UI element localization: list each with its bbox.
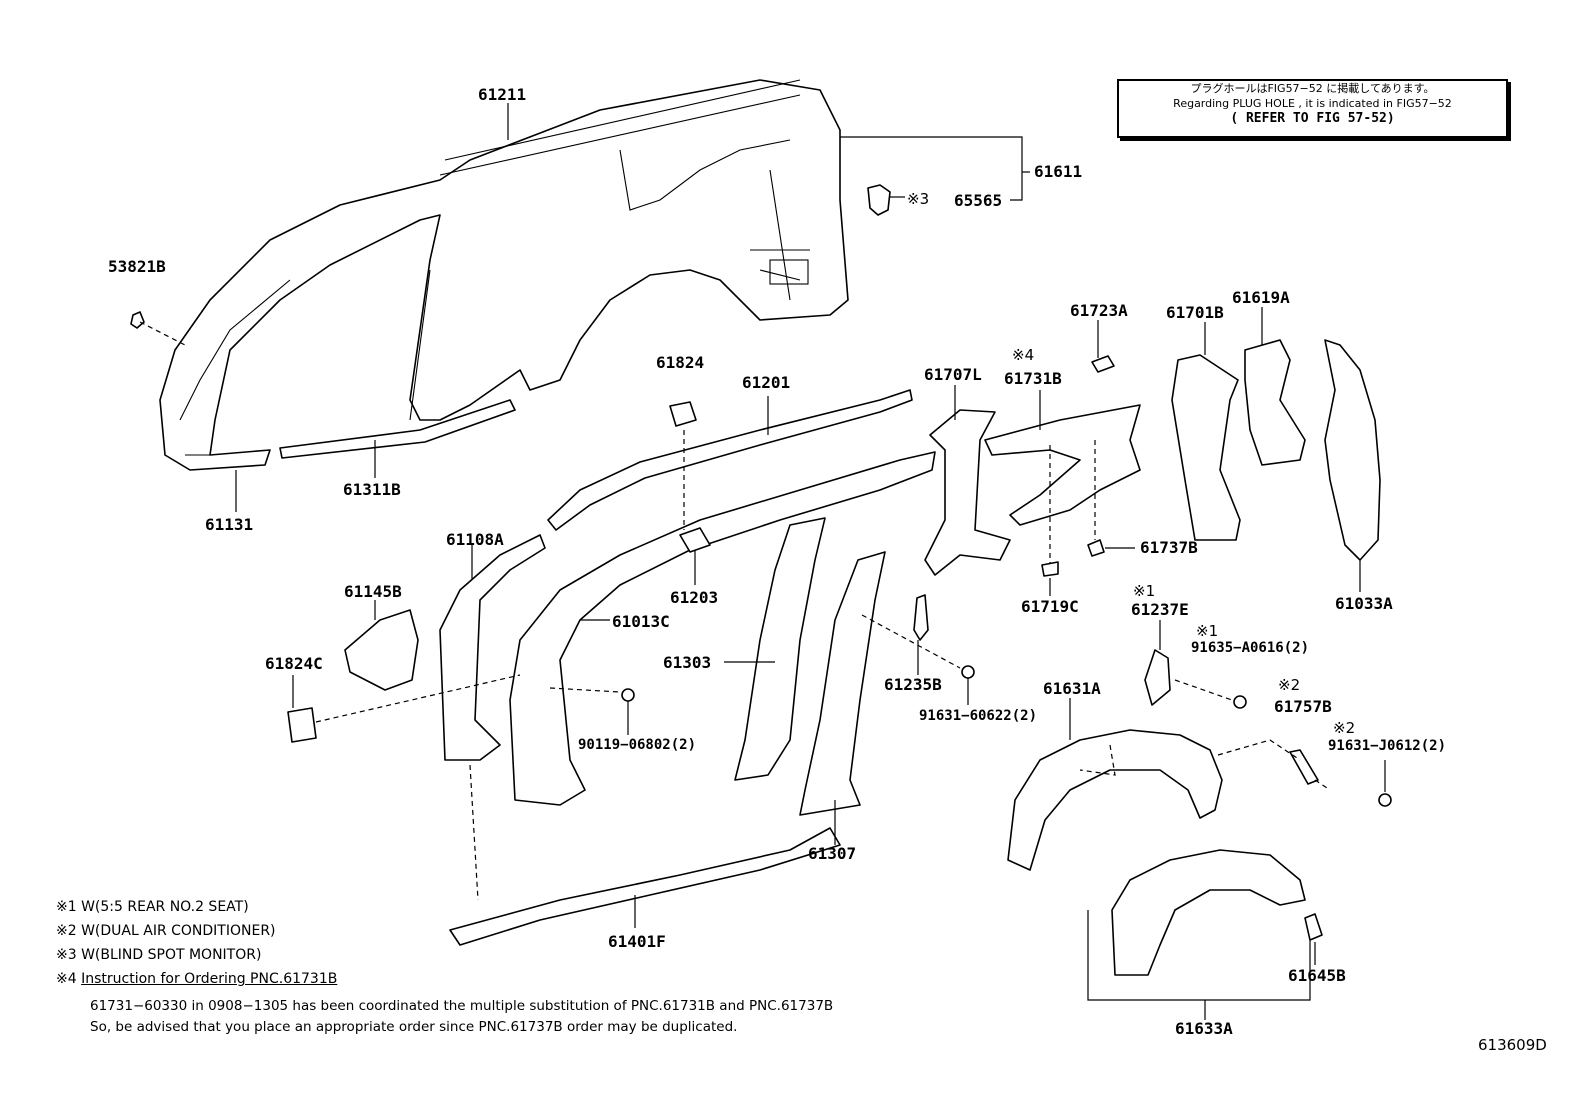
condition-footnotes: ※1 W(5:5 REAR NO.2 SEAT) ※2 W(DUAL AIR C…: [56, 895, 337, 991]
part-61237E-bracket: [1144, 649, 1171, 706]
label-61235B: 61235B: [884, 675, 942, 694]
part-61145B-bracket: [344, 609, 419, 691]
label-61201: 61201: [742, 373, 790, 392]
label-61707L: 61707L: [924, 365, 982, 384]
part-61235B-bracket: [913, 594, 929, 641]
part-61033A-back-panel-side: [1324, 339, 1381, 561]
label-61108A: 61108A: [446, 530, 504, 549]
label-53821B: 53821B: [108, 257, 166, 276]
part-61108A-a-pillar-inner: [439, 534, 546, 761]
label-91635-A0616: 91635−A0616(2): [1191, 640, 1309, 656]
label-91631-J0612: 91631−J0612(2): [1328, 738, 1446, 754]
label-61203: 61203: [670, 588, 718, 607]
label-61731B: 61731B: [1004, 369, 1062, 388]
footnote-4-instruction: Instruction for Ordering PNC.61731B: [81, 971, 338, 987]
mark-1-91635: ※1: [1196, 622, 1218, 640]
mark-2-91631: ※2: [1333, 719, 1355, 737]
label-61131: 61131: [205, 515, 253, 534]
part-61013C-inner-side-panel: [509, 451, 936, 806]
label-61719C: 61719C: [1021, 597, 1079, 616]
part-61311B-rocker-strip: [279, 399, 516, 459]
label-61033A: 61033A: [1335, 594, 1393, 613]
part-61303-center-pillar: [734, 517, 826, 781]
label-61631A: 61631A: [1043, 679, 1101, 698]
mark-1-61237E: ※1: [1133, 582, 1155, 600]
label-61737B: 61737B: [1140, 538, 1198, 557]
ordering-line-1: 61731−60330 in 0908−1305 has been coordi…: [90, 998, 834, 1014]
plug-hole-note-box: プラグホールはFIG57−52 に掲載してあります。 Regarding PLU…: [1117, 79, 1508, 138]
part-61719C-bracket: [1041, 561, 1059, 577]
part-61401F-rocker-sill: [449, 827, 841, 946]
footnote-1: ※1 W(5:5 REAR NO.2 SEAT): [56, 899, 249, 915]
mark-3-65565: ※3: [907, 190, 929, 208]
label-61611: 61611: [1034, 162, 1082, 181]
mark-4-61731B: ※4: [1012, 346, 1034, 364]
part-53821B-clip: [130, 311, 145, 329]
label-65565: 65565: [954, 191, 1002, 210]
part-61824-seal-block: [669, 401, 697, 427]
ordering-line-2: So, be advised that you place an appropr…: [90, 1019, 738, 1035]
footnote-3: ※3 W(BLIND SPOT MONITOR): [56, 947, 262, 963]
label-61824: 61824: [656, 353, 704, 372]
footnote-4-mark: ※4: [56, 971, 82, 987]
label-61619A: 61619A: [1232, 288, 1290, 307]
label-91631-60622: 91631−60622(2): [919, 708, 1037, 724]
part-61201-roof-side-rail: [547, 389, 913, 531]
ordering-instruction: 61731−60330 in 0908−1305 has been coordi…: [90, 996, 833, 1038]
part-61645B-bracket: [1304, 913, 1323, 941]
label-61701B: 61701B: [1166, 303, 1224, 322]
label-61303: 61303: [663, 653, 711, 672]
figure-code: 613609D: [1478, 1036, 1547, 1054]
label-61645B: 61645B: [1288, 966, 1346, 985]
label-61237E: 61237E: [1131, 600, 1189, 619]
part-65565-bracket: [867, 184, 891, 216]
bolt-90119-06802-icon: [621, 688, 635, 712]
label-61723A: 61723A: [1070, 301, 1128, 320]
part-61707L-quarter-pillar: [924, 409, 1011, 576]
part-61619A-reinforcement: [1244, 339, 1306, 466]
label-61311B: 61311B: [343, 480, 401, 499]
label-61824C: 61824C: [265, 654, 323, 673]
label-61307: 61307: [808, 844, 856, 863]
part-61757B-bracket: [1289, 749, 1319, 785]
label-61211: 61211: [478, 85, 526, 104]
bolt-91631-60622-icon: [961, 665, 975, 688]
bolt-91635-A0616-icon: [1233, 695, 1247, 709]
note-line-refer: ( REFER TO FIG 57-52): [1230, 111, 1395, 126]
footnote-4: ※4 Instruction for Ordering PNC.61731B: [56, 967, 337, 991]
part-61824C-seal-block: [287, 707, 317, 743]
label-90119-06802: 90119−06802(2): [578, 737, 696, 753]
mark-2-61757B: ※2: [1278, 676, 1300, 694]
footnote-2: ※2 W(DUAL AIR CONDITIONER): [56, 923, 276, 939]
part-61633A-wheel-house-inner: [1111, 849, 1306, 976]
label-61633A: 61633A: [1175, 1019, 1233, 1038]
bolt-91631-J0612-icon: [1378, 793, 1392, 807]
part-61731B-quarter-inner: [984, 404, 1141, 526]
part-61737B-bracket: [1087, 539, 1105, 557]
part-61307-pillar-reinforcement: [799, 551, 886, 816]
label-61401F: 61401F: [608, 932, 666, 951]
leader-lines: [139, 103, 1386, 1020]
label-61757B: 61757B: [1274, 697, 1332, 716]
part-61723A-bracket: [1091, 355, 1115, 373]
part-61203-bracket: [679, 527, 711, 553]
note-line-english: Regarding PLUG HOLE , it is indicated in…: [1173, 97, 1452, 110]
part-61701B-quarter-pillar-inner: [1171, 354, 1241, 541]
label-61145B: 61145B: [344, 582, 402, 601]
label-61013C: 61013C: [612, 612, 670, 631]
part-61631A-wheel-house-outer: [1007, 729, 1223, 871]
note-line-japanese: プラグホールはFIG57−52 に掲載してあります。: [1190, 82, 1435, 95]
part-61211-side-outer-panel: [159, 79, 849, 471]
